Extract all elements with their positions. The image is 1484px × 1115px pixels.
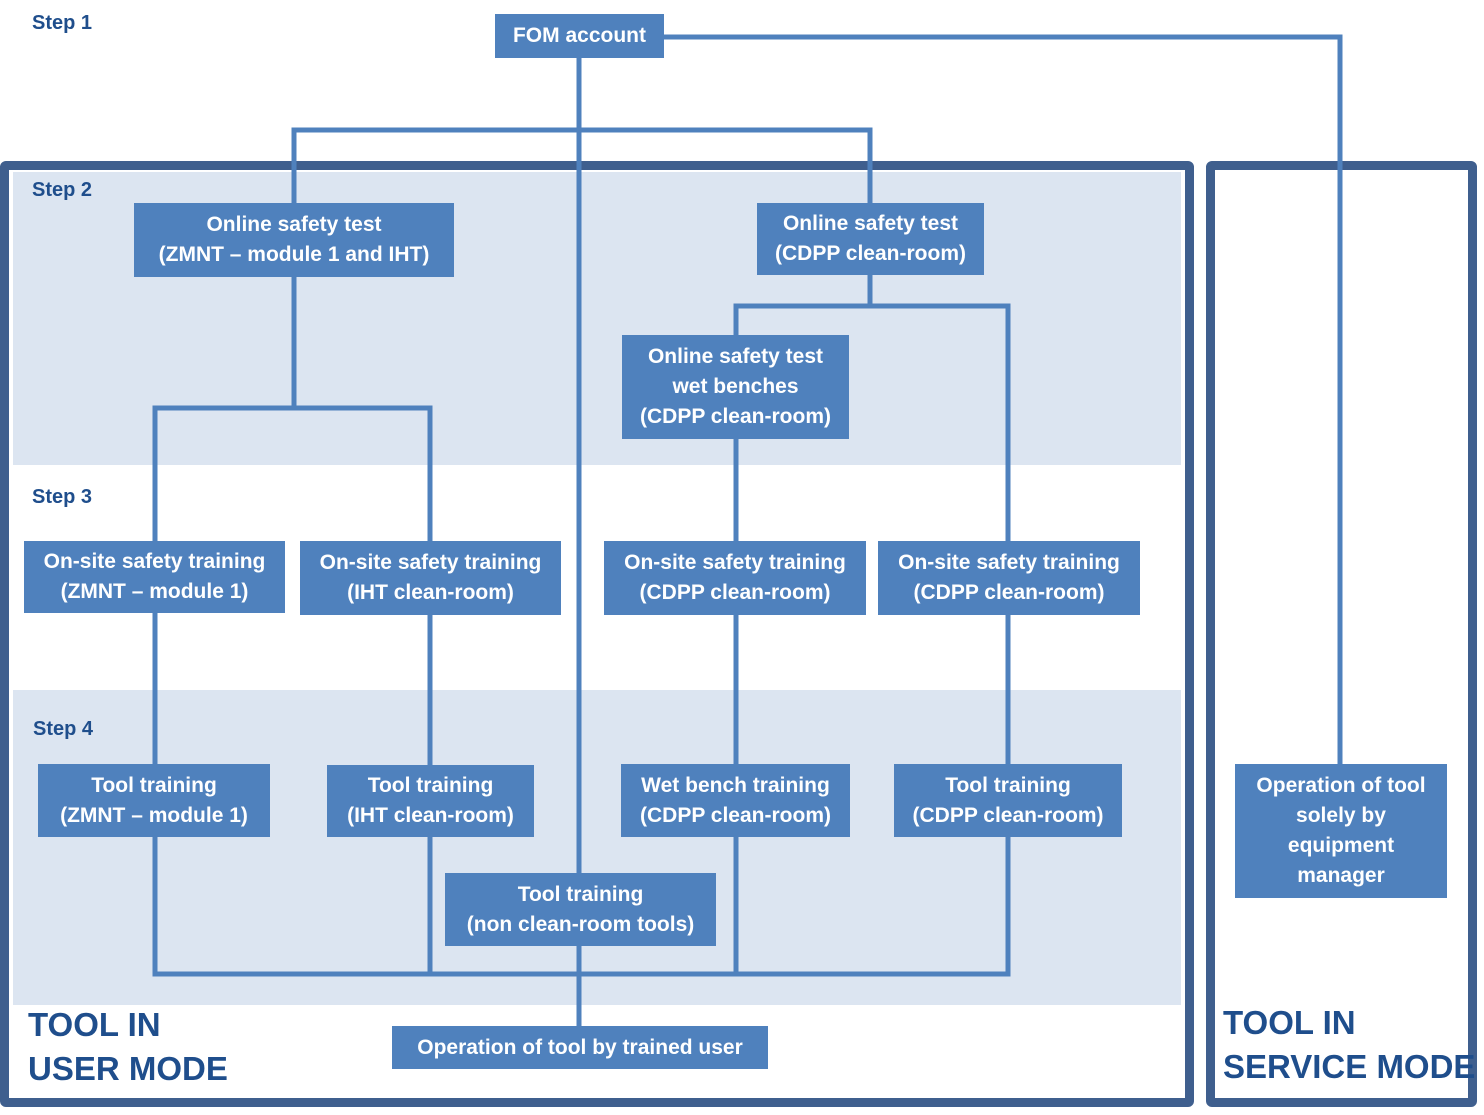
online-safety-test-zmnt-iht-node: Online safety test (ZMNT – module 1 and … (134, 203, 454, 277)
connector-fom-to-service (664, 34, 1343, 764)
step-4-label: Step 4 (33, 718, 94, 740)
tool-training-cdpp-node: Tool training (CDPP clean-room) (894, 764, 1122, 837)
online-safety-test-wet-benches-node: Online safety test wet benches (CDPP cle… (622, 335, 849, 439)
fom-account-node: FOM account (495, 14, 664, 58)
connector-bottom-collector (152, 837, 1011, 977)
onsite-safety-training-cdpp-tool-node: On-site safety training (CDPP clean-room… (878, 541, 1140, 615)
onsite-safety-training-iht-node: On-site safety training (IHT clean-room) (300, 541, 561, 615)
user-mode-panel (0, 161, 1194, 1107)
connector-cdpp-split (733, 303, 1011, 541)
tool-training-iht-node: Tool training (IHT clean-room) (327, 765, 534, 837)
onsite-safety-training-cdpp-wet-node: On-site safety training (CDPP clean-room… (604, 541, 866, 615)
connector-online-branch (291, 127, 873, 203)
operation-trained-user-node: Operation of tool by trained user (392, 1026, 768, 1069)
connector-onsite-zmnt-iht-branch (152, 405, 433, 541)
tool-training-non-cleanroom-node: Tool training (non clean-room tools) (445, 873, 716, 946)
wet-bench-training-cdpp-node: Wet bench training (CDPP clean-room) (621, 764, 850, 837)
user-mode-label: TOOL IN USER MODE (28, 1006, 228, 1087)
step-2-label: Step 2 (32, 179, 93, 201)
online-safety-test-cdpp-node: Online safety test (CDPP clean-room) (757, 203, 984, 275)
tool-training-zmnt-node: Tool training (ZMNT – module 1) (38, 764, 270, 837)
step4-band (13, 690, 1181, 1005)
step-1-label: Step 1 (32, 12, 93, 34)
onsite-safety-training-zmnt-node: On-site safety training (ZMNT – module 1… (24, 541, 285, 613)
step-3-label: Step 3 (32, 486, 93, 508)
operation-equipment-manager-node: Operation of tool solely by equipment ma… (1235, 764, 1447, 898)
service-mode-label: TOOL IN SERVICE MODE (1223, 1004, 1476, 1085)
